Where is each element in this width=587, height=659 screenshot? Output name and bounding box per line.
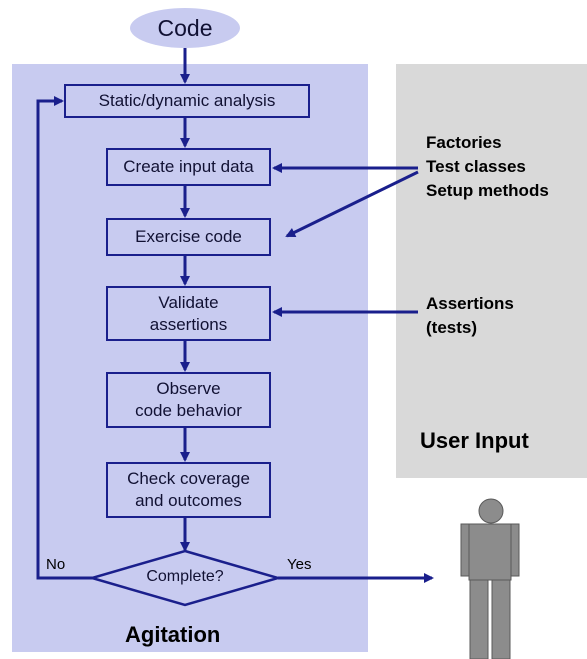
no-label: No (46, 556, 66, 573)
start-node: Code (130, 8, 240, 48)
person-icon (460, 498, 520, 659)
validate-step: Validate assertions (106, 286, 271, 341)
exercise-step: Exercise code (106, 218, 271, 256)
setup-inputs-label: Factories Test classes Setup methods (426, 133, 549, 200)
decision-diamond (87, 549, 283, 607)
decision-label: Complete? (146, 568, 224, 585)
arrow-setup-to-exercise (285, 170, 419, 238)
yes-label: Yes (287, 556, 312, 573)
user-input-title: User Input (420, 428, 529, 453)
agitation-title: Agitation (125, 622, 221, 647)
observe-step: Observe code behavior (106, 372, 271, 428)
analysis-step: Static/dynamic analysis (64, 84, 310, 118)
assertions-input-label: Assertions (tests) (426, 294, 514, 337)
user-input-panel (396, 64, 587, 478)
arrow-no-loop (36, 96, 95, 580)
create-input-step: Create input data (106, 148, 271, 186)
check-step: Check coverage and outcomes (106, 462, 271, 518)
